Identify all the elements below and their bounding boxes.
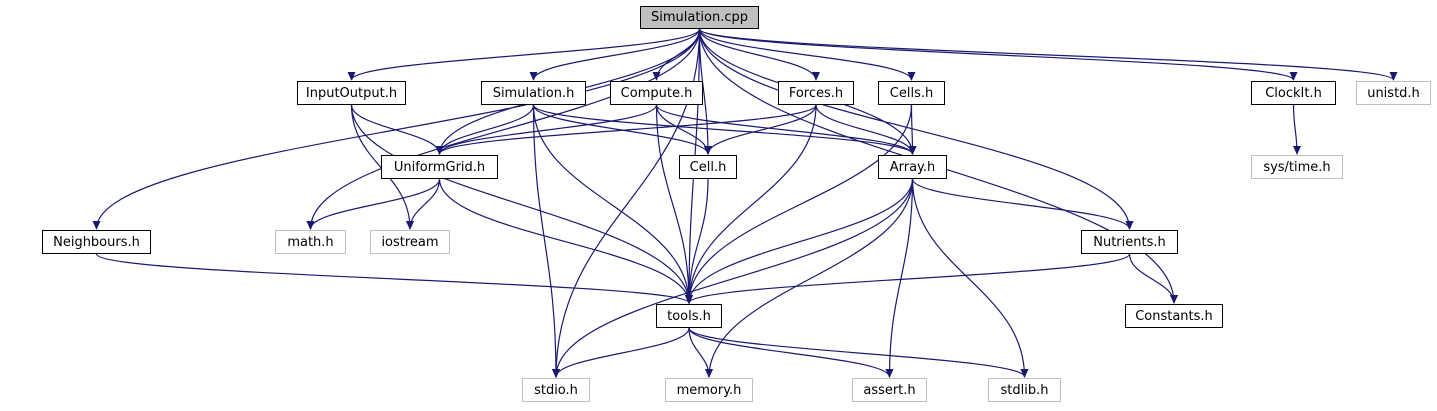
edge-simulation_cpp-to-clockit_h	[698, 28, 1298, 81]
node-simulation-cpp: Simulation.cpp	[640, 6, 759, 29]
node-uniformgrid-h[interactable]: UniformGrid.h	[381, 155, 498, 179]
edge-tools_h-to-memory_h	[688, 327, 714, 378]
edge-tools_h-to-stdlib_h	[688, 327, 1029, 378]
edge-array_h-to-nutrients_h	[911, 178, 1134, 230]
node-sys-time-h[interactable]: sys/time.h	[1251, 155, 1343, 179]
node-nutrients-h[interactable]: Nutrients.h	[1081, 230, 1178, 254]
edge-simulation_cpp-to-nutrients_h	[698, 28, 1134, 230]
edge-cells_h-to-tools_h	[684, 104, 913, 304]
edge-forces_h-to-tools_h	[684, 104, 817, 304]
edge-simulation_cpp-to-neighbours_h	[92, 28, 701, 230]
edge-uniformgrid_h-to-math_h	[306, 178, 441, 230]
edge-simulation_cpp-to-inputoutput_h	[347, 28, 701, 81]
edge-compute_h-to-array_h	[655, 104, 917, 155]
node-forces-h[interactable]: Forces.h	[778, 81, 854, 105]
edge-tools_h-to-assert_h	[688, 327, 894, 378]
node-unistd-h[interactable]: unistd.h	[1356, 81, 1431, 105]
edge-simulation_cpp-to-cells_h	[698, 28, 916, 81]
edge-inputoutput_h-to-tools_h	[350, 104, 694, 304]
node-cell-h[interactable]: Cell.h	[679, 155, 737, 179]
node-neighbours-h[interactable]: Neighbours.h	[42, 230, 151, 254]
edge-compute_h-to-uniformgrid_h	[435, 104, 658, 155]
node-stdio-h[interactable]: stdio.h	[522, 378, 590, 402]
node-iostream[interactable]: iostream	[370, 230, 450, 254]
edge-simulation_cpp-to-math_h	[306, 28, 701, 230]
edge-uniformgrid_h-to-tools_h	[438, 178, 694, 304]
edge-array_h-to-assert_h	[885, 178, 914, 378]
edge-tools_h-to-stdio_h	[552, 327, 690, 378]
node-simulation-h[interactable]: Simulation.h	[481, 81, 586, 105]
edge-array_h-to-memory_h	[704, 178, 914, 378]
edge-simulation_cpp-to-simulation_h	[529, 28, 701, 81]
node-clockit-h[interactable]: ClockIt.h	[1251, 81, 1336, 105]
edge-simulation_h-to-array_h	[532, 104, 917, 155]
node-math-h[interactable]: math.h	[275, 230, 346, 254]
edge-neighbours_h-to-tools_h	[95, 253, 693, 304]
edge-inputoutput_h-to-iostream	[350, 104, 415, 230]
edge-array_h-to-tools_h	[684, 178, 914, 304]
edge-clockit_h-to-systime_h	[1292, 104, 1302, 155]
edge-forces_h-to-uniformgrid_h	[435, 104, 817, 155]
edge-array_h-to-stdlib_h	[911, 178, 1029, 378]
edge-forces_h-to-cell_h	[703, 104, 817, 155]
node-array-h[interactable]: Array.h	[878, 155, 947, 179]
edge-simulation_cpp-to-forces_h	[698, 28, 821, 81]
node-stdlib-h[interactable]: stdlib.h	[988, 378, 1061, 402]
edge-simulation_cpp-to-unistd_h	[698, 28, 1398, 81]
edge-nutrients_h-to-constants_h	[1128, 253, 1179, 304]
node-constants-h[interactable]: Constants.h	[1125, 304, 1223, 328]
edge-cell_h-to-tools_h	[684, 178, 709, 304]
node-tools-h[interactable]: tools.h	[656, 304, 722, 328]
edge-simulation_h-to-stdio_h	[532, 104, 561, 378]
node-memory-h[interactable]: memory.h	[665, 378, 753, 402]
node-cells-h[interactable]: Cells.h	[878, 81, 945, 105]
node-compute-h[interactable]: Compute.h	[610, 81, 703, 105]
edge-compute_h-to-tools_h	[655, 104, 694, 304]
edge-uniformgrid_h-to-iostream	[405, 178, 441, 230]
edge-nutrients_h-to-tools_h	[685, 253, 1131, 304]
node-assert-h[interactable]: assert.h	[852, 378, 927, 402]
edge-array_h-to-stdio_h	[551, 178, 914, 378]
node-inputoutput-h[interactable]: InputOutput.h	[297, 81, 406, 105]
